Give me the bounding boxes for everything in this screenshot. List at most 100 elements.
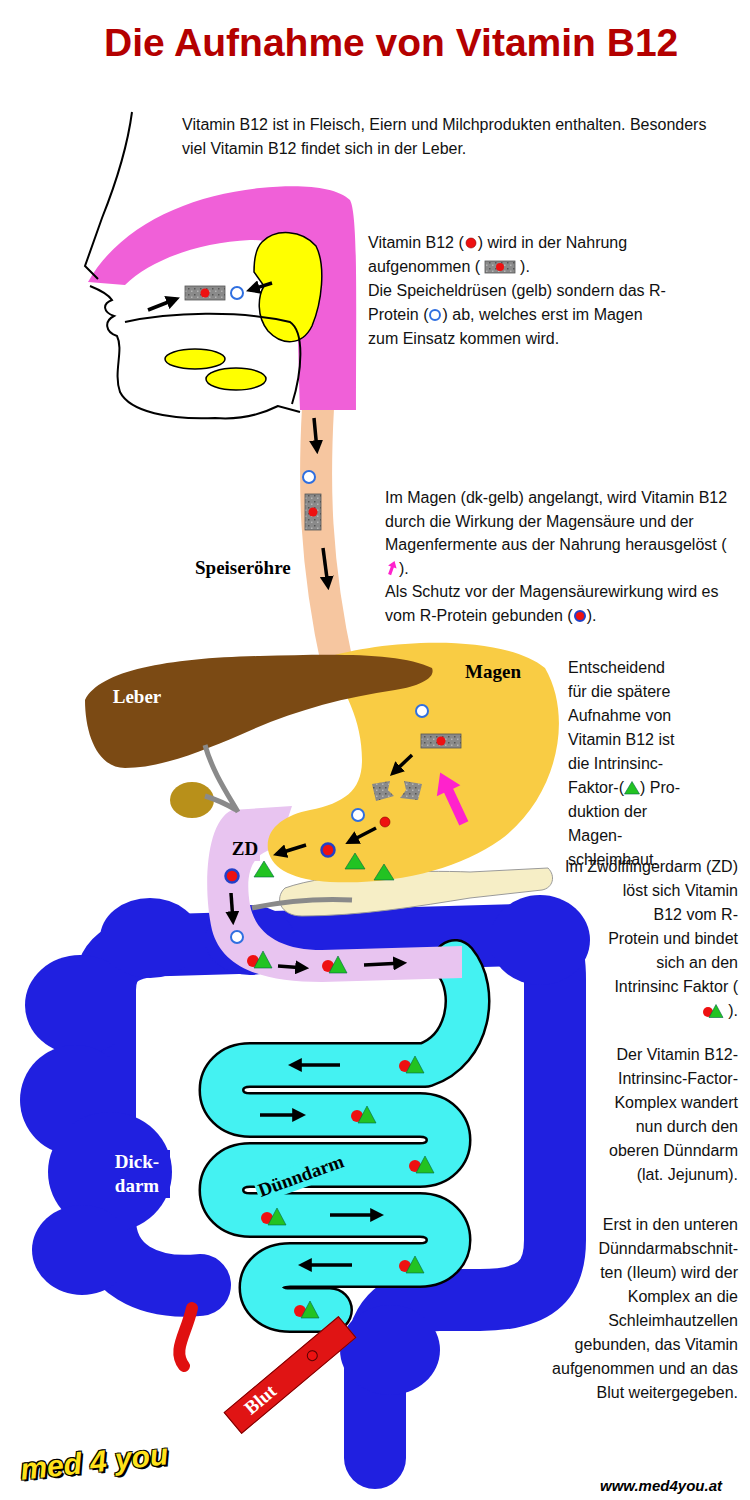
- small-intestine: [222, 962, 468, 1310]
- illustration-part: [323, 548, 328, 586]
- stomach-note: Im Magen (dk-gelb) angelangt, wird Vitam…: [385, 486, 730, 627]
- illustration-part: [247, 951, 272, 968]
- symbol-part: [430, 310, 440, 320]
- note-text: ).: [399, 560, 409, 577]
- symbol-part: [624, 781, 640, 795]
- vitamin-dot: [305, 1348, 320, 1363]
- note-text: ).: [520, 258, 530, 275]
- wrap-spacer: [543, 855, 544, 879]
- organ-name: Dick- darm: [104, 1150, 170, 1198]
- illustration-part: [322, 844, 335, 857]
- organ-name: Speiseröhre: [195, 557, 291, 578]
- note-text: Im Zwölffingerdarm (ZD) löst sich Vitami…: [565, 858, 738, 995]
- illustration-part: [100, 898, 200, 978]
- wrap-spacer: [543, 879, 603, 999]
- duodenum-label: ZD: [227, 836, 263, 862]
- illustration-part: [428, 767, 475, 829]
- illustration-part: [302, 1263, 352, 1267]
- illustration-part: [330, 1213, 380, 1217]
- symbol-part: [496, 263, 504, 271]
- illustration-part: [400, 781, 422, 800]
- inline-symbol: [484, 260, 516, 274]
- illustration-part: [345, 853, 365, 869]
- illustration-part: [250, 283, 272, 290]
- liver-label: Leber: [104, 683, 170, 711]
- illustration-part: [222, 962, 468, 1310]
- symbol-part: [575, 611, 585, 621]
- illustration-part: [85, 112, 132, 279]
- gallbladder: [170, 782, 214, 818]
- symbol-part: [484, 260, 516, 274]
- illustration-part: [206, 368, 266, 390]
- note-text: Erst in den unteren Dünndarmabschnit- te…: [552, 1216, 738, 1401]
- organ-name: Magen: [463, 660, 523, 684]
- symbol-part: [485, 261, 515, 273]
- illustration-part: [421, 734, 461, 748]
- watermark: med 4 you: [19, 1436, 170, 1487]
- illustration-part: [278, 966, 305, 968]
- inline-symbol: [464, 236, 478, 250]
- organ-name: ZD: [230, 837, 260, 861]
- illustration-part: [428, 767, 475, 829]
- bile-duct: [205, 745, 238, 812]
- inline-symbol: [702, 1004, 724, 1018]
- symbol-part: [386, 560, 398, 576]
- ileum-note: Erst in den unteren Dünndarmabschnit- te…: [538, 1213, 738, 1405]
- organ-name: Leber: [111, 685, 164, 709]
- source-url: www.med4you.at: [600, 1476, 722, 1496]
- note-text: Entscheidend für die spätere Aufnahme vo…: [568, 659, 674, 796]
- note-text: Vitamin B12 (: [368, 234, 464, 251]
- note-text: ).: [587, 607, 597, 624]
- symbol-part: [702, 1004, 724, 1018]
- illustration-part: [409, 1156, 434, 1173]
- illustration-part: [105, 935, 555, 1458]
- illustration-part: [416, 705, 428, 717]
- illustration-part: [226, 870, 239, 883]
- jejunum-note: Der Vitamin B12- Intrinsinc-Factor- Komp…: [598, 1043, 738, 1187]
- organ-name: Blut: [238, 1378, 283, 1421]
- illustration-part: [364, 963, 403, 965]
- note-text: Der Vitamin B12- Intrinsinc-Factor- Komp…: [609, 1046, 738, 1183]
- pancreatic-duct: [252, 899, 352, 908]
- symbol-part: [709, 1005, 723, 1018]
- watermark-text: med 4 you: [19, 1437, 170, 1485]
- illustration-part: [349, 828, 376, 842]
- inline-symbol: [428, 308, 442, 322]
- illustration-part: [322, 956, 347, 973]
- diagram-title: Die Aufnahme von Vitamin B12: [104, 20, 678, 66]
- illustration-part: [380, 817, 390, 827]
- illustration-part: [374, 864, 394, 880]
- mouth-note: Vitamin B12 () wird in der Nahrung aufge…: [368, 231, 668, 351]
- illustration-part: [90, 286, 300, 418]
- stomach-label: Magen: [458, 659, 528, 685]
- illustration-part: [261, 1208, 286, 1225]
- note-text: www.med4you.at: [600, 1477, 722, 1494]
- illustration-part: [292, 1063, 340, 1067]
- illustration-part: [314, 418, 317, 450]
- illustration-part: [372, 781, 394, 801]
- note-text: Im Magen (dk-gelb) angelangt, wird Vitam…: [385, 489, 727, 553]
- symbol-part: [625, 782, 640, 795]
- illustration-part: [25, 955, 135, 1055]
- organ-label: Speiseröhre: [195, 556, 291, 580]
- illustration-part: [294, 1301, 319, 1318]
- blood-band: Blut: [224, 1316, 357, 1434]
- illustration-part: [340, 1305, 440, 1395]
- head: [85, 112, 356, 418]
- note-text: ).: [728, 1002, 738, 1019]
- inline-symbol: [624, 781, 640, 795]
- liver: [85, 655, 433, 768]
- illustration-part: [351, 1106, 376, 1123]
- note-text: Als Schutz vor der Magensäurewirkung wir…: [385, 583, 718, 624]
- illustration-part: [231, 931, 243, 943]
- symbol-part: [386, 560, 398, 576]
- inline-symbol: [386, 560, 398, 576]
- illustration-part: [352, 809, 364, 821]
- illustration-part: [32, 1205, 132, 1295]
- illustration-part: [88, 186, 356, 410]
- inline-symbol: [573, 609, 587, 623]
- illustration-part: [393, 755, 412, 773]
- vitamin-path-symbols: [148, 283, 476, 1318]
- note-text: Vitamin B12 ist in Fleisch, Eiern und Mi…: [182, 116, 706, 157]
